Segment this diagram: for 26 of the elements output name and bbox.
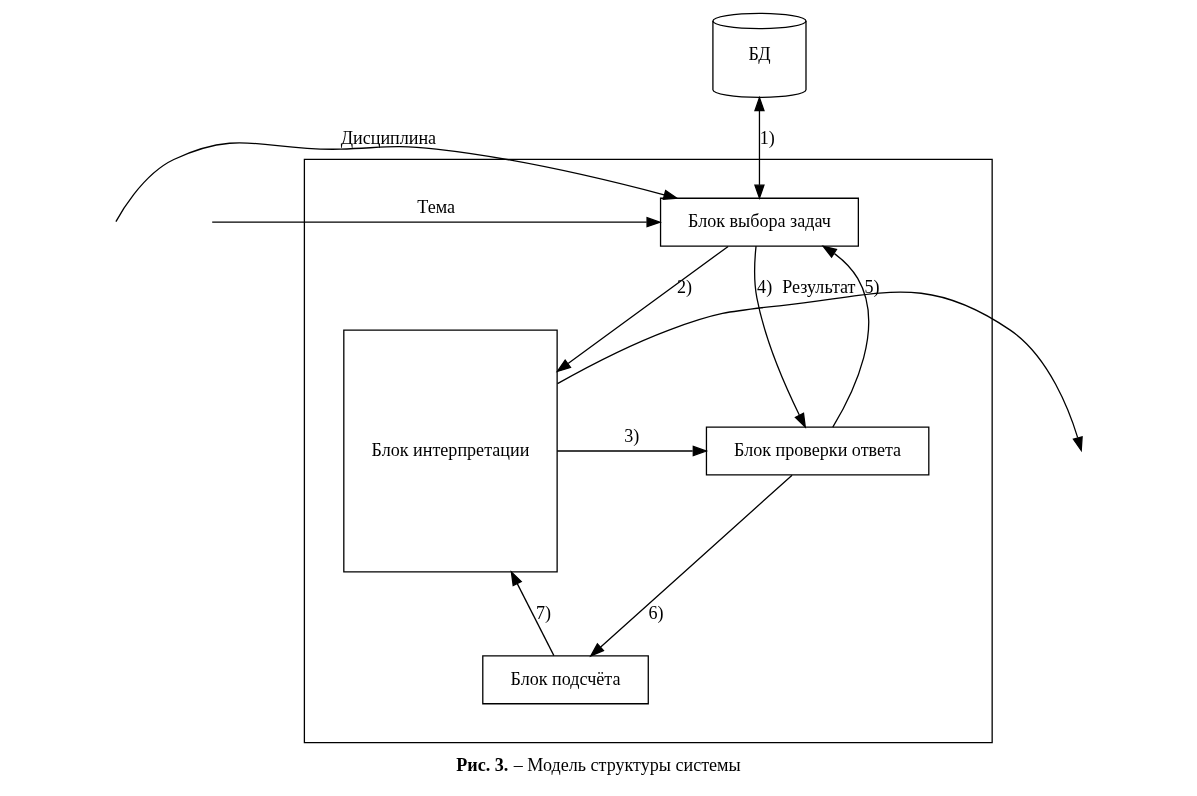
- caption: Рис. 3. – Модель структуры системы: [456, 755, 741, 776]
- arrow: [589, 474, 793, 658]
- arrow: [510, 570, 555, 657]
- node-box: Блок проверки ответа: [705, 426, 930, 476]
- edge-label: 4): [757, 276, 773, 297]
- arrow: [556, 445, 709, 457]
- node-box: Блок подсчёта: [482, 655, 649, 705]
- arrow: [555, 245, 729, 373]
- edge-label: 7): [536, 602, 552, 623]
- edge-label: Тема: [417, 197, 456, 218]
- arrow: [821, 245, 870, 428]
- edge-label: 3): [624, 426, 640, 447]
- node-box: Блок выбора задач: [659, 197, 859, 247]
- node-box: Блок интерпретации: [343, 329, 558, 573]
- arrow: [754, 245, 807, 429]
- arrow: [754, 95, 765, 201]
- edge-label: 6): [648, 602, 664, 623]
- arrow: [211, 216, 662, 228]
- edge-label: Результат: [782, 276, 856, 297]
- cluster: [303, 158, 993, 744]
- edge-label: 2): [676, 276, 692, 297]
- edge-label: 5): [864, 276, 880, 297]
- arrow: [115, 142, 679, 223]
- edge-label: 1): [759, 128, 775, 149]
- edge-label: Дисциплина: [340, 128, 437, 149]
- arrow: [556, 291, 1083, 453]
